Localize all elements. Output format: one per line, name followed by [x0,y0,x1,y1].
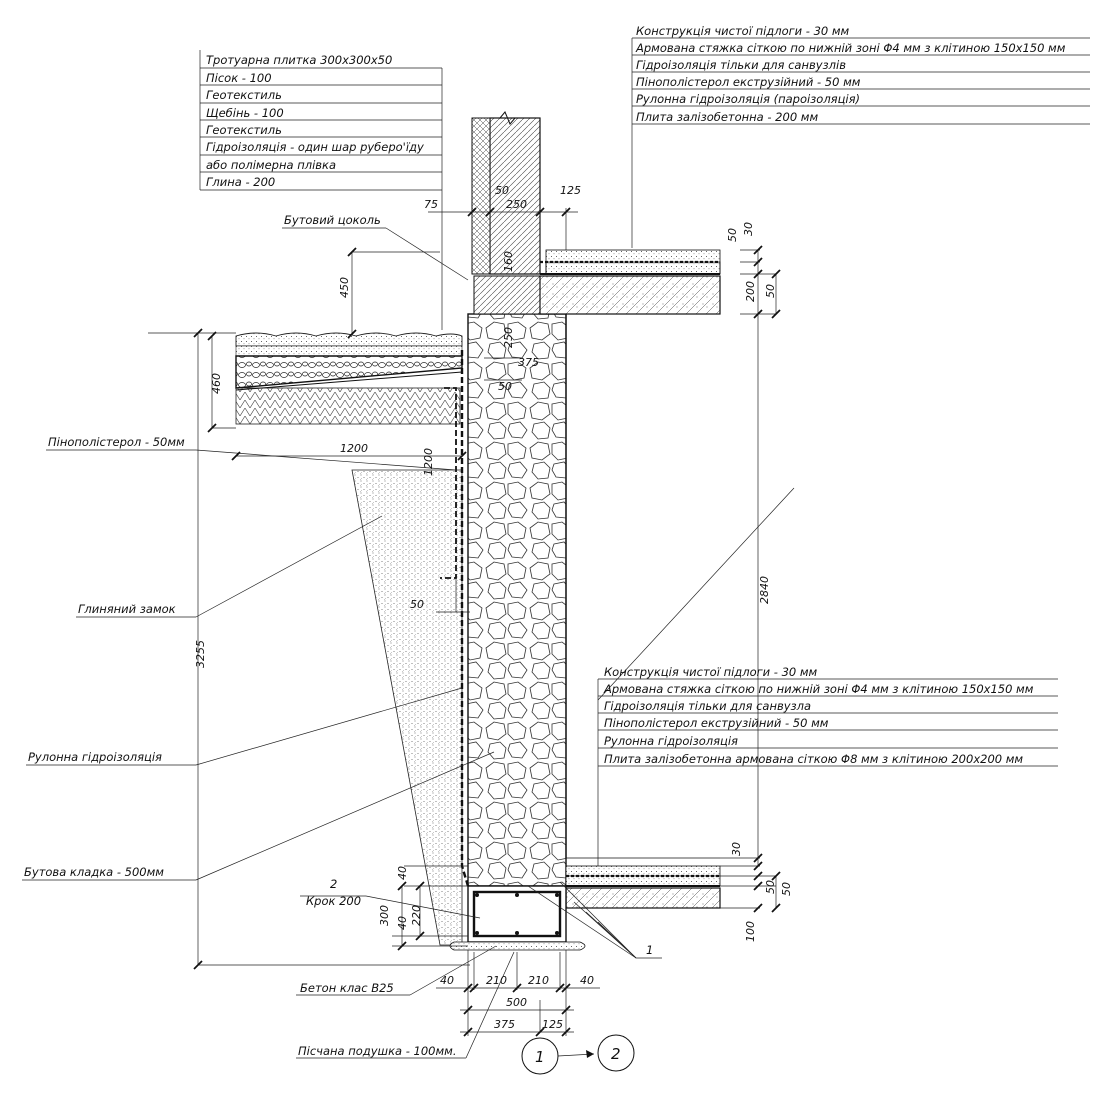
pavement-layer: Глина - 200 [206,175,275,189]
top-floor-layer: Пінополістерол екструзійний - 50 мм [636,75,861,89]
dim-label: 125 [542,1018,563,1031]
dim-label: 40 [396,916,409,930]
pavement-layer: Щебінь - 100 [206,106,284,120]
basement-floor-layer: Конструкція чистої підлоги - 30 мм [604,665,818,679]
dim-label: 160 [502,251,515,272]
clay-lock-label: Глиняний замок [78,602,176,616]
dimension-ticks [193,207,781,1037]
dim-label: 250 [506,198,527,211]
rebar-dots [475,893,559,935]
upper-floor-eps [545,261,721,275]
dim-label: 210 [528,974,549,987]
dim-label: 75 [424,198,438,211]
rebar-number-label: 2 [330,877,337,891]
upper-floor-screed [545,249,721,263]
dim-label: 40 [396,866,409,880]
dim-label: 200 [744,281,757,302]
concrete-label: Бетон клас В25 [300,981,394,995]
dim-label: 50 [495,184,509,197]
dim-label: 100 [744,921,757,942]
dim-label: 210 [486,974,507,987]
dim-label: 50 [498,380,512,393]
dim-label: 300 [378,905,391,926]
dim-label: 2840 [758,576,771,604]
dimension-labels: 75 50 250 125 450 160 250 375 50 460 120… [194,184,793,1031]
pavement-layer: Геотекстиль [206,88,282,102]
section-mark-from-label: 1 [535,1048,545,1066]
rubble-masonry [467,313,567,887]
section-mark-to-label: 2 [611,1045,621,1063]
basement-floor-layer: Рулонна гідроізоляція [604,734,738,748]
pavement-layer: Тротуарна плитка 300х300х50 [206,53,392,67]
top-floor-layer: Армована стяжка сіткою по нижній зоні Φ4… [635,41,1066,55]
dim-label: 375 [518,356,539,369]
rubble-masonry-label: Бутова кладка - 500мм [24,865,164,879]
item-1-label: 1 [646,943,653,957]
sand-cushion-label: Пісчана подушка - 100мм. [298,1044,456,1058]
footing-rebar-cage [472,890,562,938]
dim-label: 220 [410,905,423,926]
pavement-gravel [235,355,463,389]
top-floor-layer: Конструкція чистої підлоги - 30 мм [636,24,850,38]
pavement-layer: Пісок - 100 [206,71,272,85]
lower-floor-screed [565,865,721,877]
pavement-layer: Геотекстиль [206,123,282,137]
top-floor-layer: Гідроізоляція тільки для санвузлів [636,58,846,72]
dim-label: 125 [560,184,581,197]
dim-label: 50 [780,882,793,896]
dim-label: 40 [440,974,454,987]
basement-floor-layer: Пінополістерол екструзійний - 50 мм [604,716,829,730]
dim-label: 50 [764,880,777,894]
rebar-step-label: Крок 200 [306,894,361,908]
sand-cushion [449,941,586,951]
upper-wall-insulation [471,117,491,275]
dim-label: 40 [580,974,594,987]
dim-label: 375 [494,1018,515,1031]
dim-label: 50 [410,598,424,611]
pavement-layer: або полімерна плівка [206,158,336,172]
top-floor-layer: Плита залізобетонна - 200 мм [636,110,818,124]
plinth-label: Бутовий цоколь [284,213,381,227]
pavement-sand [235,345,463,357]
basement-floor-layer-labels: Конструкція чистої підлоги - 30 мм Армов… [603,665,1034,766]
pavement-layer: Гідроізоляція - один шар руберо'їду [206,140,424,154]
section-mark-from [521,1037,559,1075]
leader-lines [22,37,1090,1059]
pavement-layer-labels: Тротуарна плитка 300х300х50 Пісок - 100 … [206,53,424,189]
lower-slab [565,887,721,909]
dim-label: 50 [764,284,777,298]
dim-label: 30 [730,842,743,856]
dim-label: 1200 [340,442,368,455]
backfill-under-pavement [235,387,461,425]
dim-label: 460 [210,373,223,394]
callout-labels: Бутовий цоколь Пінополістерол - 50мм Гли… [24,213,653,1058]
eps-insulation [440,387,457,579]
top-floor-layer: Рулонна гідроізоляція (пароізоляція) [636,92,860,106]
basement-floor-layer: Плита залізобетонна армована сіткою Φ8 м… [604,752,1023,766]
basement-floor-layer: Армована стяжка сіткою по нижній зоні Φ4… [603,682,1034,696]
dim-label: 500 [506,996,527,1009]
upper-wall [489,117,541,275]
dim-label: 50 [726,228,739,242]
dim-label: 3255 [194,640,207,668]
dim-label: 450 [338,277,351,298]
pavement-tiles [235,332,463,347]
upper-slab [539,275,721,315]
wall-waterproofing [460,350,470,887]
dim-label: 1200 [422,448,435,476]
section-mark-to [597,1034,635,1072]
dim-label: 30 [742,222,755,236]
eps-label: Пінополістерол - 50мм [48,435,185,449]
waterproofing-label: Рулонна гідроізоляція [28,750,162,764]
top-floor-layer-labels: Конструкція чистої підлоги - 30 мм Армов… [635,24,1066,124]
basement-floor-layer: Гідроізоляція тільки для санвузла [604,699,811,713]
lower-floor-eps [565,875,721,887]
dim-label: 250 [502,327,515,348]
